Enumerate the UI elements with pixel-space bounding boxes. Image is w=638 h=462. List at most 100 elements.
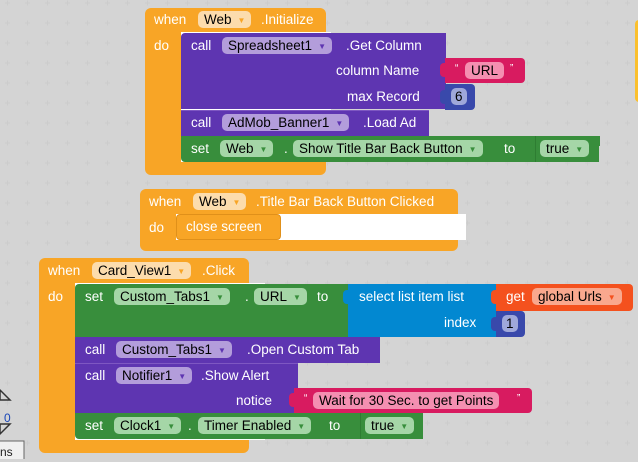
select-list-item-label: select list item list bbox=[359, 289, 465, 304]
arg-label-max-record: max Record bbox=[347, 89, 420, 104]
dropdown-arrow-icon: ▼ bbox=[293, 293, 301, 302]
when-keyword: when bbox=[154, 12, 187, 27]
component-dropdown-web[interactable]: Web ▼ bbox=[220, 140, 274, 157]
component-dropdown-custom-tabs1[interactable]: Custom_Tabs1 ▼ bbox=[116, 341, 232, 358]
call-keyword: call bbox=[85, 368, 106, 383]
property-dropdown-url[interactable]: URL▼ bbox=[254, 288, 307, 305]
component-name: Custom_Tabs1 bbox=[122, 342, 213, 357]
component-name: Spreadsheet1 bbox=[228, 38, 313, 53]
dot-separator: . bbox=[284, 141, 288, 156]
text-value-field[interactable]: Wait for 30 Sec. to get Points bbox=[313, 392, 500, 409]
event-name: .Click bbox=[202, 263, 235, 278]
property-name: Show Title Bar Back Button bbox=[299, 141, 463, 156]
when-keyword: when bbox=[48, 263, 81, 278]
event-name: .Initialize bbox=[261, 12, 314, 27]
number-value-field[interactable]: 1 bbox=[502, 315, 518, 332]
boolean-dropdown-true[interactable]: true ▼ bbox=[540, 140, 590, 157]
arg-label-notice: notice bbox=[236, 393, 273, 408]
component-dropdown-admob-banner1[interactable]: AdMob_Banner1 ▼ bbox=[222, 114, 350, 131]
close-screen-label: close screen bbox=[186, 219, 262, 234]
quote-open: “ bbox=[455, 63, 459, 74]
property-dropdown-timer-enabled[interactable]: Timer Enabled▼ bbox=[198, 417, 312, 434]
select-list-item-block[interactable] bbox=[348, 284, 496, 337]
dropdown-arrow-icon: ▼ bbox=[259, 145, 268, 154]
dropdown-arrow-icon: ▼ bbox=[468, 145, 477, 154]
component-name: Custom_Tabs1 bbox=[120, 289, 211, 304]
do-keyword: do bbox=[149, 220, 165, 235]
to-keyword: to bbox=[317, 289, 329, 304]
dropdown-arrow-icon: ▼ bbox=[400, 422, 409, 431]
dropdown-arrow-icon: ▼ bbox=[167, 422, 176, 431]
do-keyword: do bbox=[48, 289, 64, 304]
workspace-zoom-control[interactable]: 0 ns bbox=[0, 380, 26, 462]
dropdown-arrow-icon: ▼ bbox=[335, 119, 344, 128]
component-dropdown-clock1[interactable]: Clock1 ▼ bbox=[114, 417, 182, 434]
zoom-value: 0 bbox=[4, 411, 11, 425]
to-keyword: to bbox=[329, 418, 341, 433]
component-dropdown-web[interactable]: Web ▼ bbox=[198, 11, 252, 28]
component-dropdown-card-view1[interactable]: Card_View1 ▼ bbox=[92, 262, 192, 279]
do-keyword: do bbox=[154, 38, 170, 53]
method-name: .Show Alert bbox=[201, 368, 270, 383]
set-keyword: set bbox=[85, 418, 104, 433]
text-value-field[interactable]: URL bbox=[465, 62, 505, 79]
component-name: AdMob_Banner1 bbox=[228, 115, 330, 130]
zoom-down-arrow-icon bbox=[0, 423, 12, 436]
component-name: Notifier1 bbox=[122, 368, 173, 383]
set-keyword: set bbox=[85, 289, 104, 304]
dropdown-arrow-icon: ▼ bbox=[177, 267, 186, 276]
get-keyword: get bbox=[506, 289, 525, 304]
dropdown-arrow-icon: ▼ bbox=[216, 293, 224, 302]
dot-separator: . bbox=[245, 289, 249, 304]
zoom-up-arrow-icon bbox=[0, 388, 12, 401]
event-name: .Title Bar Back Button Clicked bbox=[256, 194, 435, 209]
boolean-value: true bbox=[371, 418, 395, 433]
component-name: Web bbox=[199, 194, 227, 209]
boolean-value: true bbox=[546, 141, 570, 156]
method-name: .Get Column bbox=[346, 38, 422, 53]
dropdown-arrow-icon: ▼ bbox=[607, 293, 616, 302]
component-dropdown-web[interactable]: Web ▼ bbox=[193, 193, 247, 210]
arg-label-column-name: column Name bbox=[336, 63, 420, 78]
number-value-field[interactable]: 6 bbox=[451, 88, 467, 105]
component-dropdown-custom-tabs1[interactable]: Custom_Tabs1 ▼ bbox=[114, 288, 230, 305]
call-keyword: call bbox=[191, 38, 212, 53]
when-keyword: when bbox=[149, 194, 182, 209]
dropdown-arrow-icon: ▼ bbox=[575, 145, 584, 154]
component-dropdown-notifier1[interactable]: Notifier1▼ bbox=[116, 367, 193, 384]
dropdown-arrow-icon: ▼ bbox=[318, 42, 326, 51]
dot-separator: . bbox=[188, 418, 192, 433]
connector-tab bbox=[343, 290, 349, 304]
quote-close: ” bbox=[510, 63, 514, 74]
property-dropdown-show-title-bar-back-button[interactable]: Show Title Bar Back Button ▼ bbox=[293, 140, 483, 157]
boolean-dropdown-true[interactable]: true ▼ bbox=[365, 417, 415, 434]
index-label: index bbox=[444, 315, 477, 330]
variable-dropdown-global-urls[interactable]: global Urls ▼ bbox=[532, 288, 622, 305]
method-name: .Load Ad bbox=[363, 115, 417, 130]
variable-name: global Urls bbox=[538, 289, 602, 304]
connector-tab bbox=[491, 317, 497, 331]
quote-close: ” bbox=[517, 393, 521, 404]
dropdown-arrow-icon: ▼ bbox=[232, 198, 241, 207]
offscreen-block-edge[interactable] bbox=[635, 20, 638, 102]
to-keyword: to bbox=[504, 141, 516, 156]
component-dropdown-spreadsheet1[interactable]: Spreadsheet1 ▼ bbox=[222, 37, 332, 54]
connector-tab bbox=[289, 393, 295, 407]
connector-tab bbox=[440, 90, 446, 104]
method-name: .Open Custom Tab bbox=[247, 342, 360, 357]
component-name: Clock1 bbox=[120, 418, 162, 433]
quote-open: “ bbox=[304, 393, 308, 404]
dropdown-arrow-icon: ▼ bbox=[218, 346, 226, 355]
set-keyword: set bbox=[191, 141, 210, 156]
call-keyword: call bbox=[85, 342, 106, 357]
dropdown-arrow-icon: ▼ bbox=[237, 16, 246, 25]
component-name: Web bbox=[226, 141, 254, 156]
property-name: Timer Enabled bbox=[204, 418, 292, 433]
close-screen-block[interactable] bbox=[176, 214, 281, 240]
connector-tab bbox=[491, 290, 497, 304]
component-name: Web bbox=[204, 12, 232, 27]
zoom-button-label[interactable]: ns bbox=[0, 445, 13, 459]
connector-tab bbox=[440, 63, 446, 77]
zoom-control-graphic bbox=[0, 388, 25, 462]
component-name: Card_View1 bbox=[98, 263, 172, 278]
